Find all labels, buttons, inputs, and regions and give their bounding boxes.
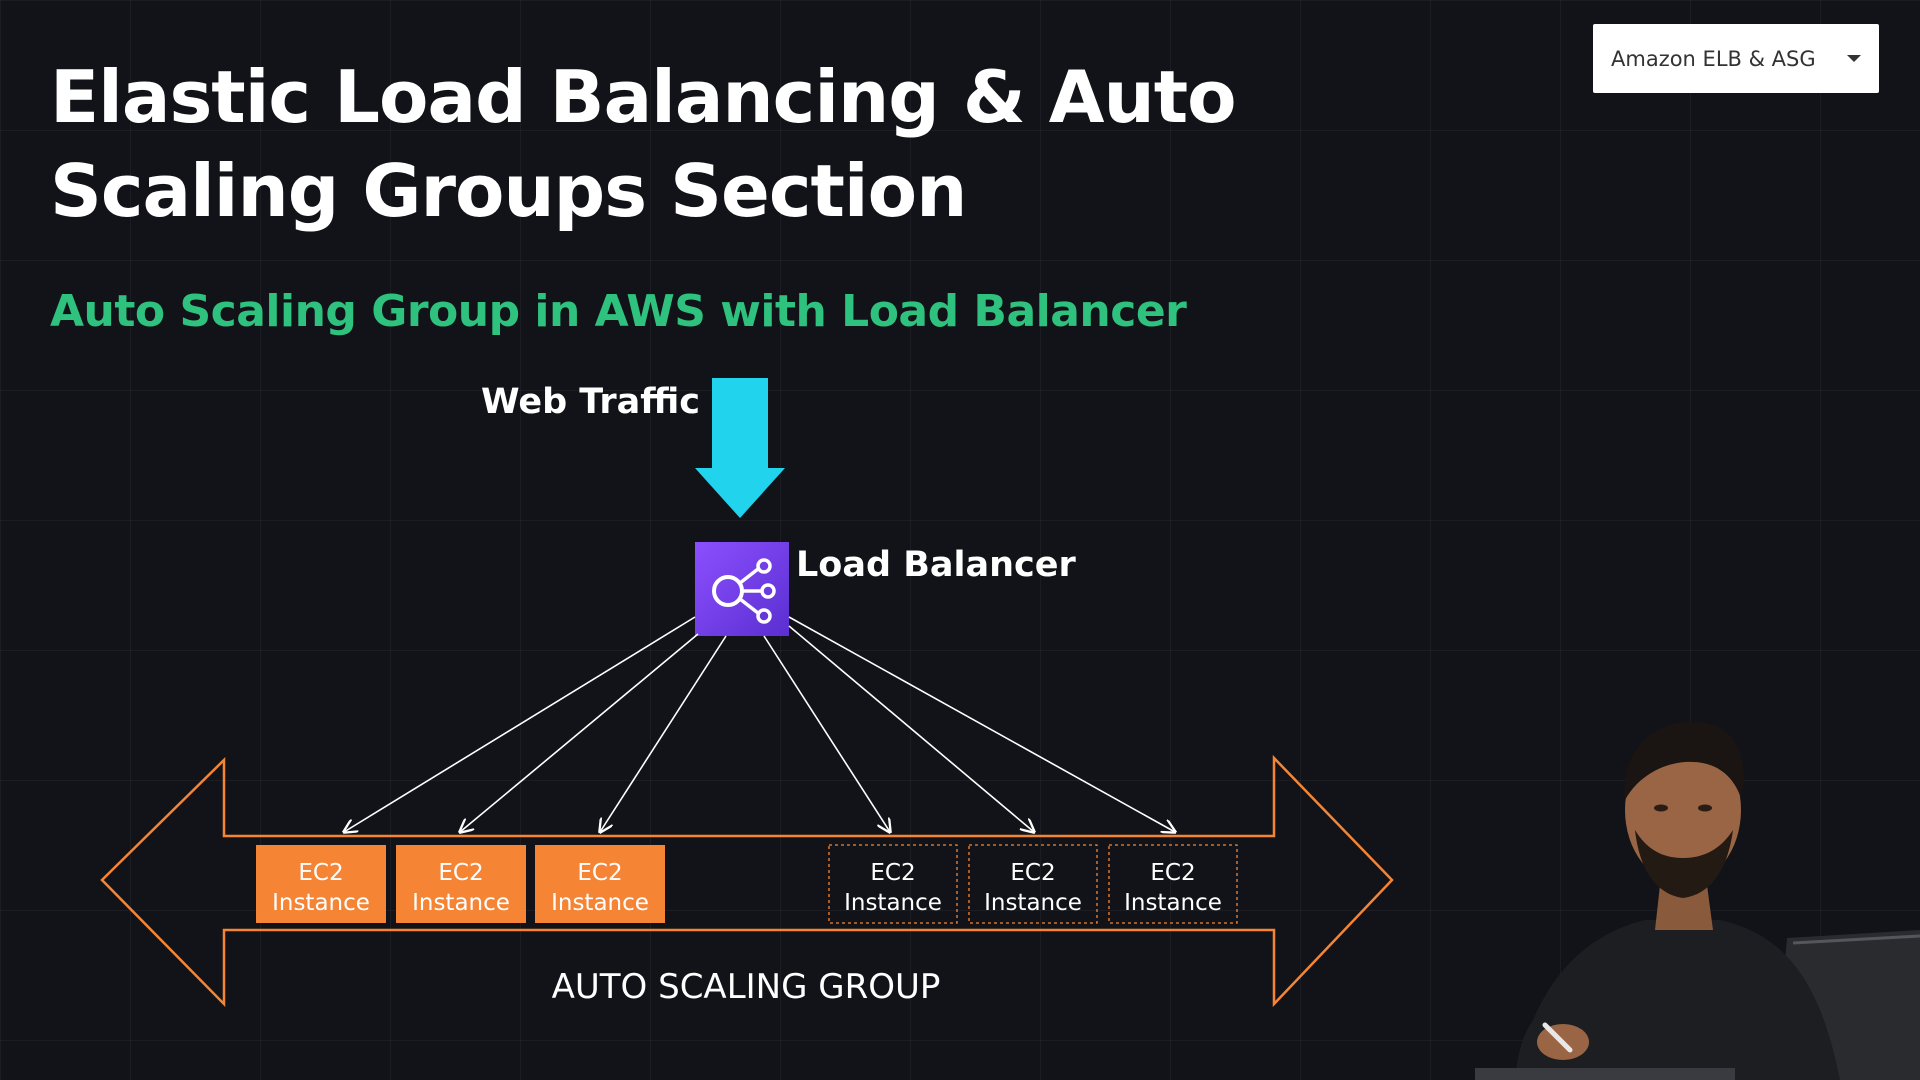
- connector-line: [763, 635, 890, 832]
- svg-text:EC2: EC2: [577, 860, 622, 886]
- ec2-instance-potential: EC2 Instance: [828, 844, 958, 924]
- auto-scaling-group-label: AUTO SCALING GROUP: [552, 967, 941, 1007]
- svg-text:Instance: Instance: [551, 890, 649, 916]
- svg-text:Instance: Instance: [984, 890, 1082, 916]
- svg-text:EC2: EC2: [438, 860, 483, 886]
- svg-text:EC2: EC2: [298, 860, 343, 886]
- ec2-instance: EC2 Instance: [256, 845, 386, 923]
- connector-line: [788, 616, 1175, 832]
- load-balancer-label: Load Balancer: [796, 545, 1077, 585]
- ec2-instance: EC2 Instance: [396, 845, 526, 923]
- svg-text:Instance: Instance: [1124, 890, 1222, 916]
- connector-line: [788, 625, 1034, 832]
- load-balancer-icon: [695, 542, 789, 636]
- connector-lines: [344, 616, 1175, 832]
- svg-text:Instance: Instance: [844, 890, 942, 916]
- section-dropdown[interactable]: Amazon ELB & ASG: [1593, 24, 1879, 93]
- svg-text:EC2: EC2: [870, 860, 915, 886]
- chevron-down-icon: [1847, 55, 1861, 62]
- ec2-instance-potential: EC2 Instance: [968, 844, 1098, 924]
- web-traffic-label: Web Traffic: [481, 382, 700, 422]
- svg-text:EC2: EC2: [1150, 860, 1195, 886]
- connector-line: [344, 616, 696, 832]
- connector-line: [460, 633, 699, 832]
- web-traffic-arrow-icon: [695, 378, 785, 518]
- svg-text:EC2: EC2: [1010, 860, 1055, 886]
- connector-line: [600, 635, 727, 832]
- svg-text:Instance: Instance: [412, 890, 510, 916]
- section-dropdown-label: Amazon ELB & ASG: [1611, 46, 1816, 71]
- svg-text:Instance: Instance: [272, 890, 370, 916]
- ec2-instance-potential: EC2 Instance: [1108, 844, 1238, 924]
- slide-subtitle: Auto Scaling Group in AWS with Load Bala…: [50, 286, 1187, 337]
- ec2-instance: EC2 Instance: [535, 845, 665, 923]
- auto-scaling-group-arrow: [100, 754, 1394, 1008]
- slide-title: Elastic Load Balancing & Auto Scaling Gr…: [50, 55, 1237, 233]
- presenter-webcam: [1475, 721, 1920, 1080]
